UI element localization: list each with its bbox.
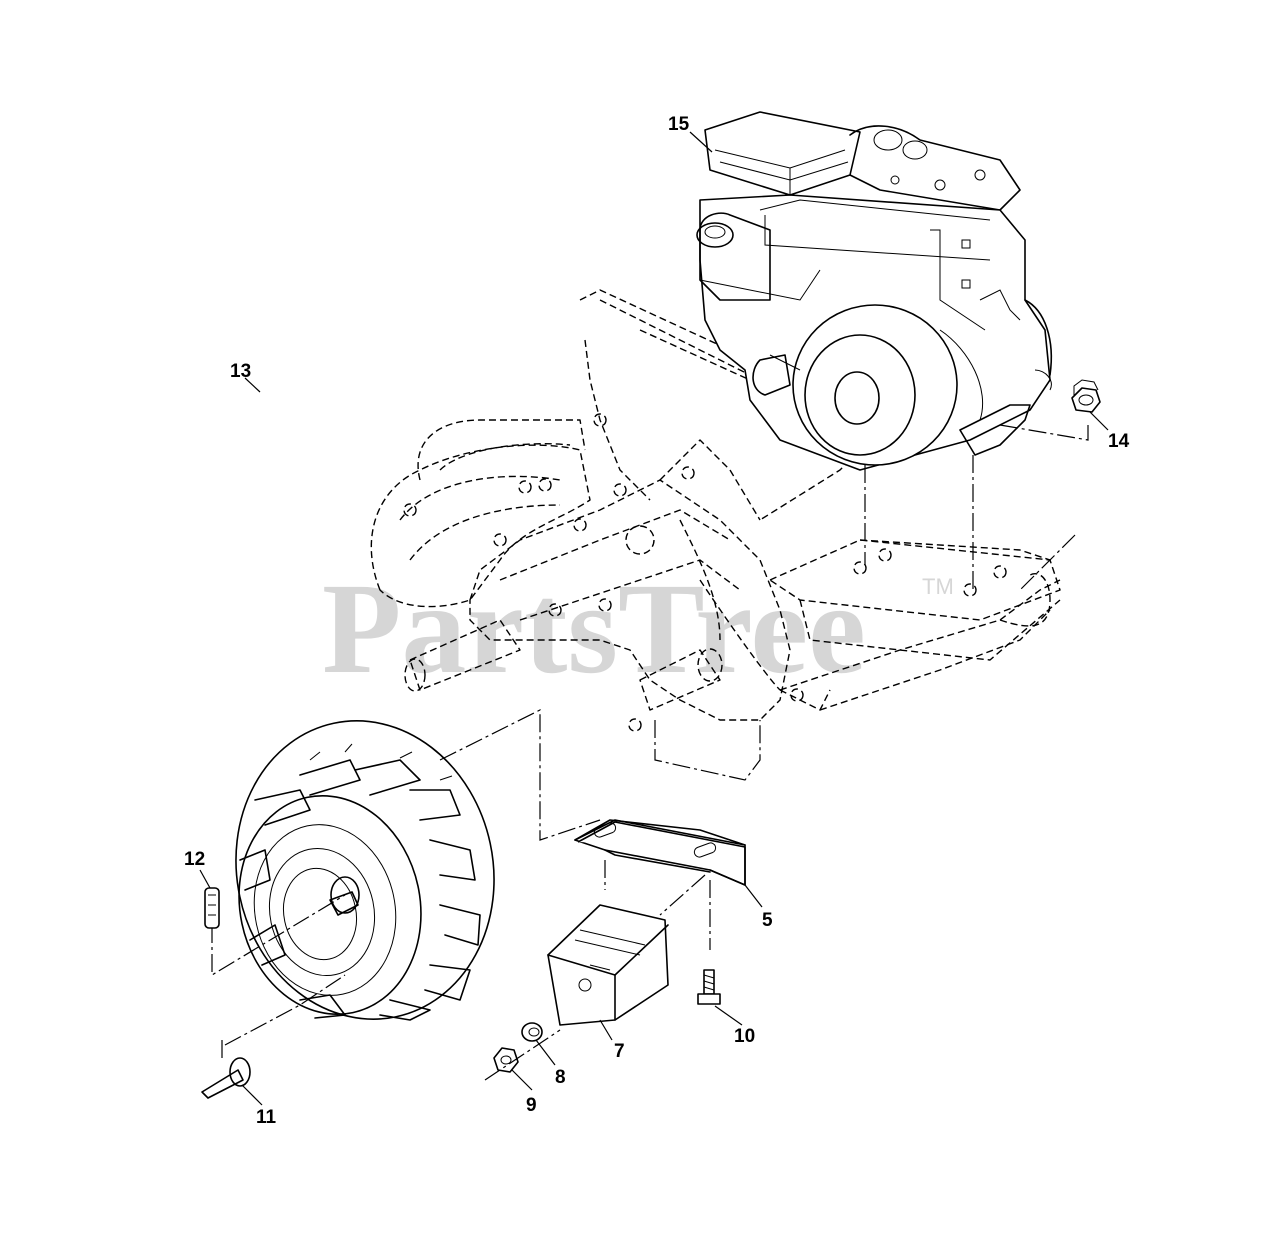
wheel <box>235 720 495 1021</box>
callout-13: 13 <box>230 361 251 382</box>
watermark-trademark: TM <box>922 574 954 599</box>
watermark: PartsTree TM <box>322 557 954 701</box>
pin-line-12 <box>211 894 346 977</box>
bracket-line-c <box>654 720 761 781</box>
callout-15: 15 <box>668 114 690 135</box>
callout-5: 5 <box>762 910 773 931</box>
callouts: 15 14 13 12 11 10 9 8 7 5 <box>184 114 1130 1128</box>
callout-10: 10 <box>734 1026 755 1047</box>
weight-block <box>547 904 669 1026</box>
wheel-axle-line <box>439 709 601 841</box>
retaining-pin <box>201 1040 251 1099</box>
bolt <box>697 969 721 1005</box>
leader-lines <box>199 131 1109 1106</box>
tiller-frame <box>370 289 1061 732</box>
bracket-line-d <box>659 874 706 916</box>
hex-nut <box>484 1029 561 1081</box>
callout-11: 11 <box>256 1107 277 1128</box>
bracket <box>574 819 746 886</box>
callout-12: 12 <box>184 849 205 870</box>
lock-nut <box>1071 379 1101 413</box>
callout-14: 14 <box>1108 431 1130 452</box>
callout-9: 9 <box>526 1095 537 1116</box>
watermark-text: PartsTree <box>322 557 866 701</box>
lock-washer <box>521 1022 543 1042</box>
front-axis-line <box>1019 534 1076 591</box>
callout-8: 8 <box>555 1067 566 1088</box>
frame-holes <box>403 413 1007 732</box>
nut-line-14 <box>999 424 1089 441</box>
pin-line-11 <box>224 974 346 1046</box>
engine <box>696 111 1053 471</box>
hitch-pin <box>204 887 220 929</box>
callout-7: 7 <box>614 1041 625 1062</box>
